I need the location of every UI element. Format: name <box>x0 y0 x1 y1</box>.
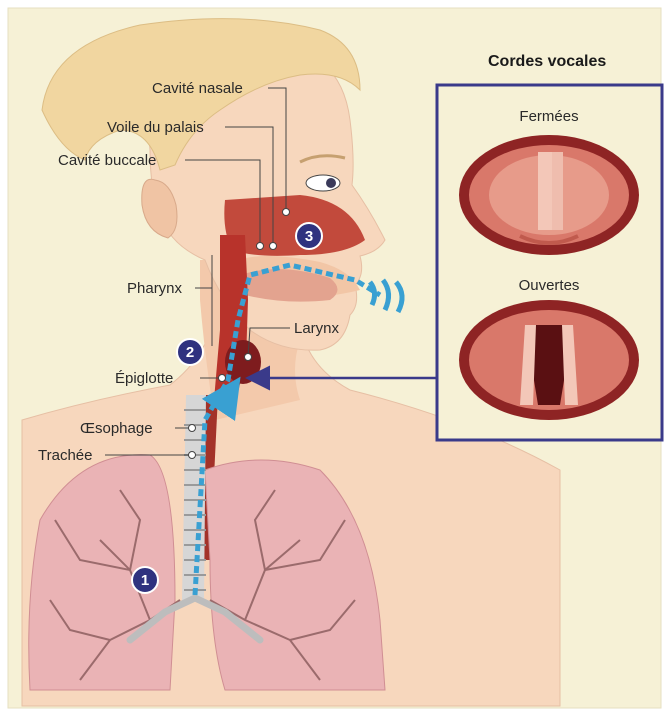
label-trachea: Trachée <box>38 447 92 464</box>
label-open: Ouvertes <box>519 277 580 294</box>
step-badge-1: 1 <box>132 567 158 593</box>
label-epiglottis: Épiglotte <box>115 370 173 387</box>
svg-text:2: 2 <box>186 344 194 361</box>
pupil-shape <box>326 178 336 188</box>
label-closed: Fermées <box>519 108 578 125</box>
step-badge-2: 2 <box>177 339 203 365</box>
label-nasal-cavity: Cavité nasale <box>152 80 243 97</box>
vocal-cords-closed <box>459 135 639 255</box>
label-soft-palate: Voile du palais <box>107 119 204 136</box>
svg-text:3: 3 <box>305 228 313 245</box>
label-oral-cavity: Cavité buccale <box>58 152 156 169</box>
label-esophagus: Œsophage <box>80 420 153 437</box>
inset-title: Cordes vocales <box>488 53 606 70</box>
svg-text:1: 1 <box>141 572 149 589</box>
label-pharynx: Pharynx <box>127 280 183 297</box>
vocal-cords-open <box>459 300 639 420</box>
step-badge-3: 3 <box>296 223 322 249</box>
label-larynx: Larynx <box>294 320 340 337</box>
